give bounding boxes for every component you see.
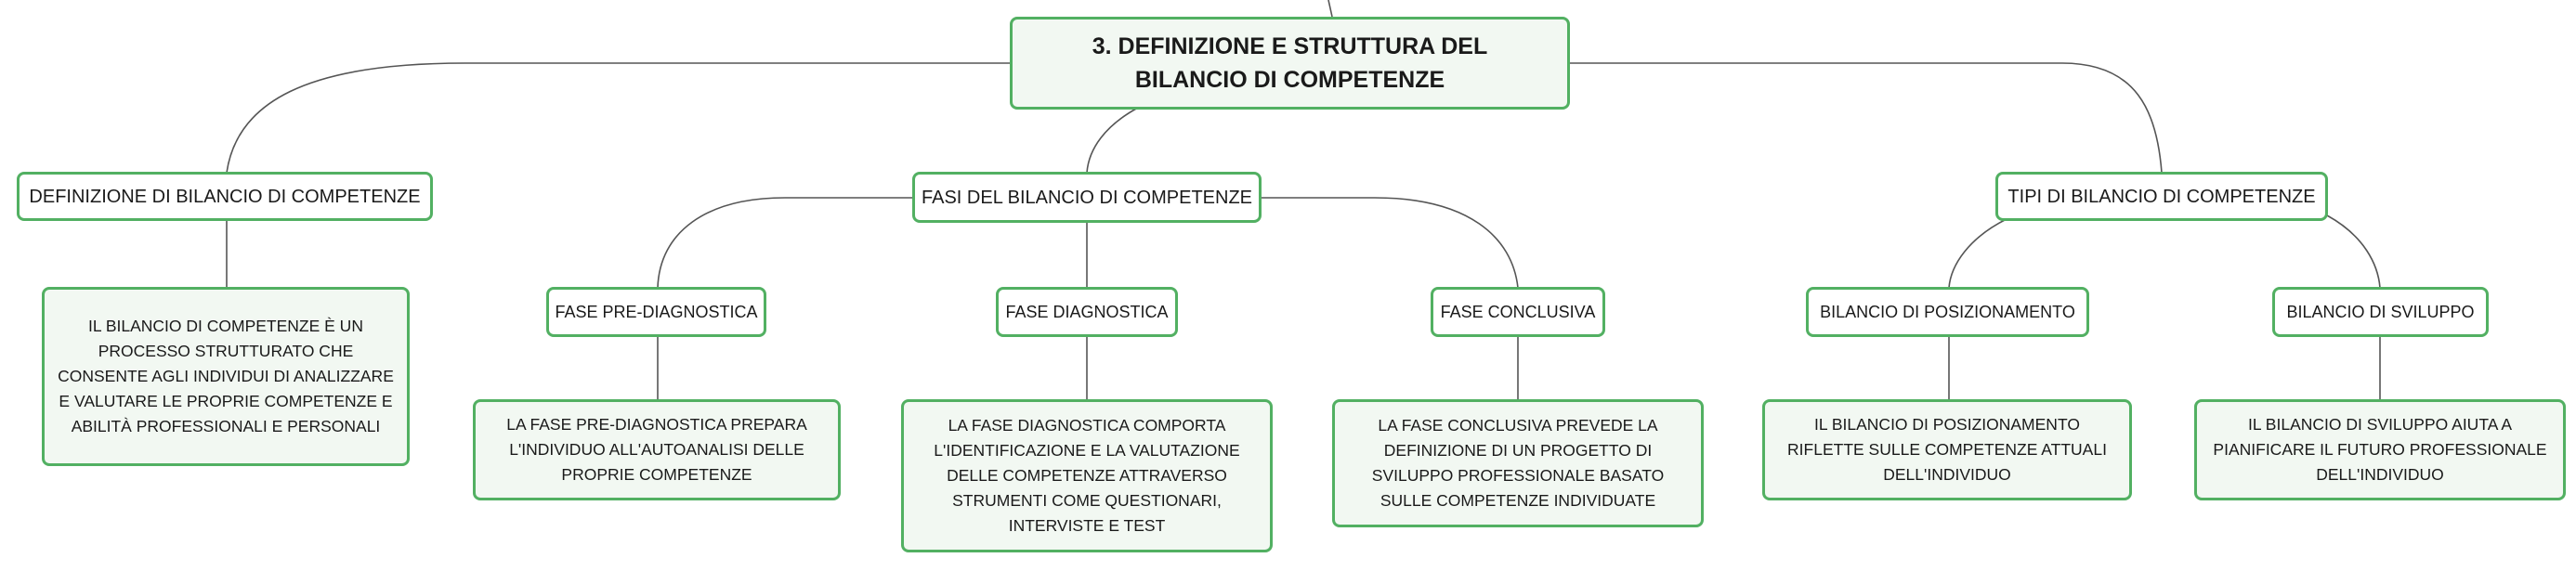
- detail-fase-diagnostica-text: LA FASE DIAGNOSTICA COMPORTA L'IDENTIFIC…: [934, 416, 1240, 535]
- root-topic-title: 3. DEFINIZIONE E STRUTTURA DEL BILANCIO …: [1092, 33, 1488, 93]
- connector-root-definizione: [226, 62, 1010, 174]
- topic-bilancio-sviluppo[interactable]: BILANCIO DI SVILUPPO: [2272, 287, 2489, 337]
- detail-bilancio-sviluppo-text: IL BILANCIO DI SVILUPPO AIUTA A PIANIFIC…: [2213, 415, 2547, 484]
- topic-definizione-label: DEFINIZIONE DI BILANCIO DI COMPETENZE: [29, 186, 421, 207]
- connector-tipi-posizionamento: [1948, 218, 2007, 289]
- detail-fase-conclusiva-text: LA FASE CONCLUSIVA PREVEDE LA DEFINIZION…: [1371, 416, 1665, 510]
- topic-tipi[interactable]: TIPI DI BILANCIO DI COMPETENZE: [1995, 172, 2328, 221]
- topic-bilancio-posizionamento-label: BILANCIO DI POSIZIONAMENTO: [1820, 303, 2075, 321]
- detail-fase-pre-diagnostica-text: LA FASE PRE-DIAGNOSTICA PREPARA L'INDIVI…: [506, 415, 807, 484]
- topic-bilancio-posizionamento[interactable]: BILANCIO DI POSIZIONAMENTO: [1806, 287, 2089, 337]
- topic-fase-pre-diagnostica-label: FASE PRE-DIAGNOSTICA: [555, 303, 758, 321]
- connector-root-fasi: [1086, 107, 1139, 174]
- topic-tipi-label: TIPI DI BILANCIO DI COMPETENZE: [2007, 186, 2316, 207]
- detail-bilancio-posizionamento-text: IL BILANCIO DI POSIZIONAMENTO RIFLETTE S…: [1787, 415, 2107, 484]
- topic-bilancio-sviluppo-label: BILANCIO DI SVILUPPO: [2286, 303, 2475, 321]
- detail-bilancio-posizionamento[interactable]: IL BILANCIO DI POSIZIONAMENTO RIFLETTE S…: [1762, 399, 2132, 500]
- topic-fase-conclusiva[interactable]: FASE CONCLUSIVA: [1431, 287, 1605, 337]
- detail-bilancio-sviluppo[interactable]: IL BILANCIO DI SVILUPPO AIUTA A PIANIFIC…: [2194, 399, 2566, 500]
- topic-fasi-label: FASI DEL BILANCIO DI COMPETENZE: [922, 187, 1252, 208]
- topic-fase-pre-diagnostica[interactable]: FASE PRE-DIAGNOSTICA: [546, 287, 766, 337]
- connector-fasi-pre: [657, 197, 912, 289]
- connector-fasi-conclusiva: [1262, 197, 1519, 289]
- detail-definizione[interactable]: IL BILANCIO DI COMPETENZE È UN PROCESSO …: [42, 287, 410, 466]
- connector-top-stub: [1327, 0, 1333, 18]
- root-topic[interactable]: 3. DEFINIZIONE E STRUTTURA DEL BILANCIO …: [1010, 17, 1570, 110]
- topic-definizione[interactable]: DEFINIZIONE DI BILANCIO DI COMPETENZE: [17, 172, 433, 221]
- connector-tipi-sviluppo: [2326, 214, 2381, 289]
- detail-fase-pre-diagnostica[interactable]: LA FASE PRE-DIAGNOSTICA PREPARA L'INDIVI…: [473, 399, 841, 500]
- topic-fase-diagnostica-label: FASE DIAGNOSTICA: [1005, 303, 1169, 321]
- detail-definizione-text: IL BILANCIO DI COMPETENZE È UN PROCESSO …: [58, 317, 394, 435]
- topic-fase-conclusiva-label: FASE CONCLUSIVA: [1440, 303, 1596, 321]
- detail-fase-diagnostica[interactable]: LA FASE DIAGNOSTICA COMPORTA L'IDENTIFIC…: [901, 399, 1273, 552]
- detail-fase-conclusiva[interactable]: LA FASE CONCLUSIVA PREVEDE LA DEFINIZION…: [1332, 399, 1704, 527]
- connector-root-tipi: [1568, 62, 2163, 174]
- topic-fase-diagnostica[interactable]: FASE DIAGNOSTICA: [996, 287, 1178, 337]
- topic-fasi[interactable]: FASI DEL BILANCIO DI COMPETENZE: [912, 172, 1262, 223]
